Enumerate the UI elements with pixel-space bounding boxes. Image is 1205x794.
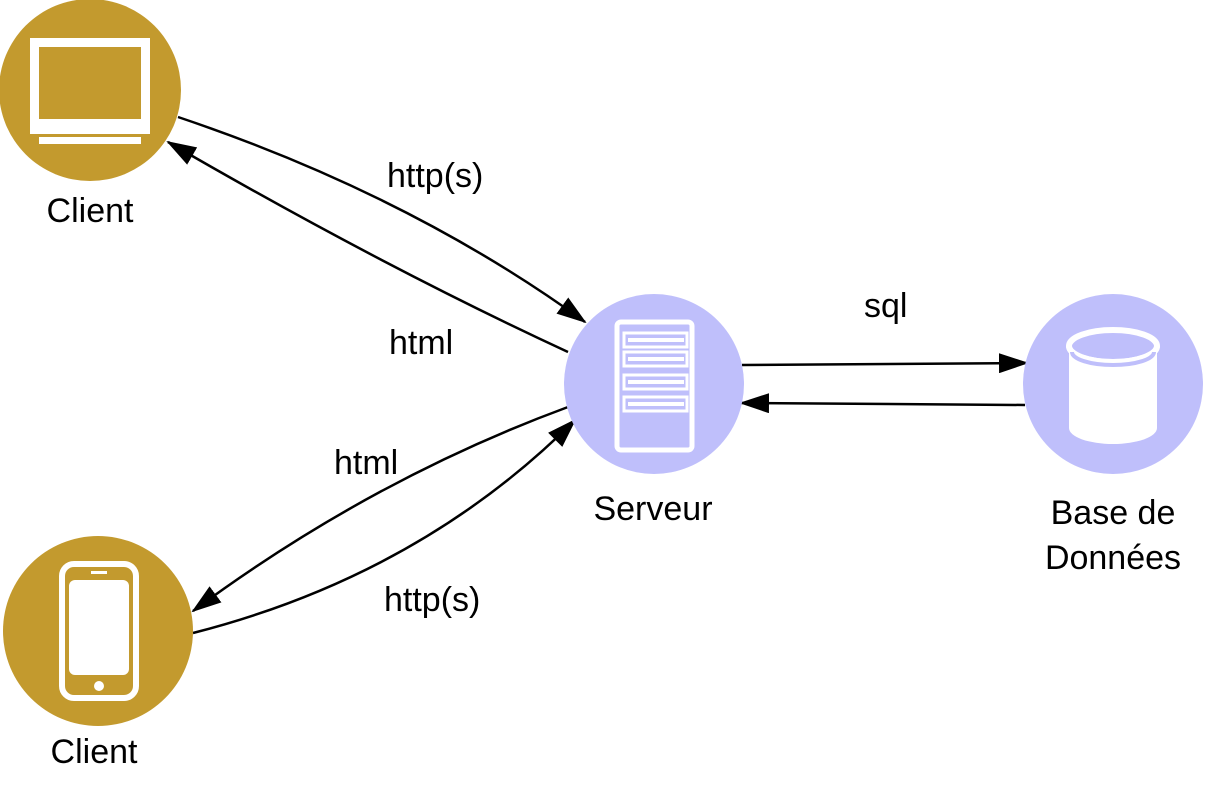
edge-desktop-to-server	[177, 115, 587, 324]
edge-labels: http(s) html html http(s) sql	[334, 157, 907, 619]
edge-label-desktop-http: http(s)	[387, 157, 483, 195]
edge-label-desktop-html: html	[389, 324, 453, 362]
server-label: Serveur	[593, 490, 712, 528]
database-label-line2: Données	[1045, 539, 1181, 577]
edge-server-to-database	[741, 353, 1029, 374]
node-database: Base de Données	[1023, 294, 1203, 577]
edge-mobile-to-server	[192, 418, 577, 635]
edge-label-sql: sql	[864, 287, 907, 325]
edge-server-to-desktop	[166, 140, 569, 354]
node-client-desktop: Client	[0, 0, 181, 230]
edge-database-to-server	[739, 393, 1026, 414]
desktop-monitor-icon	[30, 38, 150, 144]
edge-label-mobile-html: html	[334, 444, 398, 482]
client-mobile-label: Client	[51, 733, 138, 771]
node-server: Serveur	[564, 294, 744, 528]
server-rack-icon	[614, 319, 695, 453]
edge-server-to-mobile	[191, 405, 569, 613]
smartphone-icon	[59, 561, 139, 701]
edge-label-mobile-http: http(s)	[384, 581, 480, 619]
database-cylinder-icon	[1066, 327, 1160, 444]
client-desktop-label: Client	[47, 192, 134, 230]
database-label-line1: Base de	[1051, 494, 1176, 532]
node-client-mobile: Client	[3, 536, 193, 771]
edges	[166, 115, 1029, 635]
